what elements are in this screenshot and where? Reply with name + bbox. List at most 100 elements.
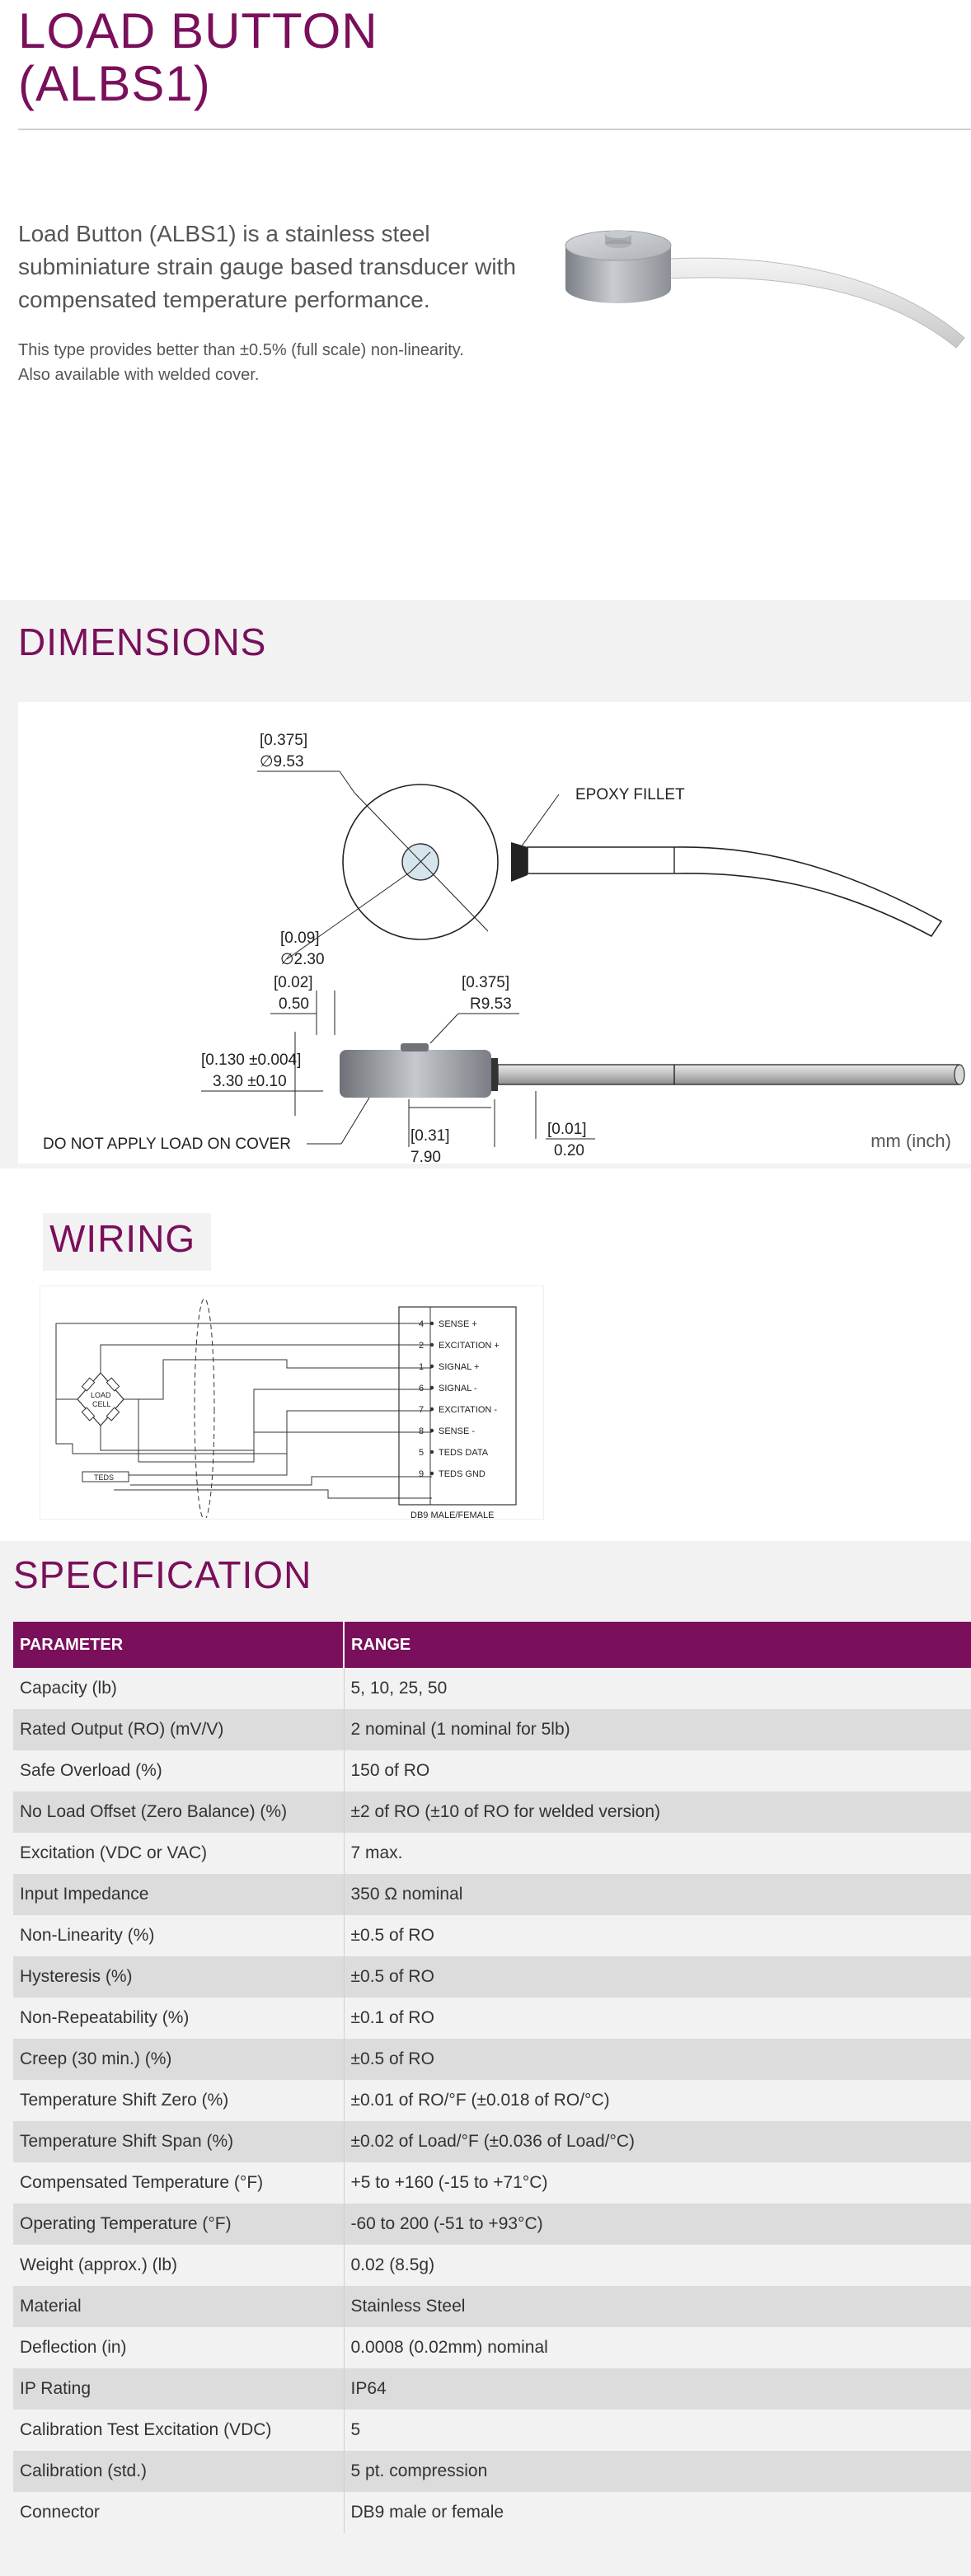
side-view-body: [340, 1050, 491, 1098]
specification-title: SPECIFICATION: [13, 1553, 312, 1596]
range-cell: 7 max.: [343, 1833, 971, 1874]
dim-height-mm: 3.30 ±0.10: [213, 1073, 287, 1090]
range-cell: 0.02 (8.5g): [343, 2245, 971, 2286]
pin-number: 1: [419, 1362, 424, 1372]
dim-radius-mm: R9.53: [470, 995, 512, 1013]
parameter-cell: Compensated Temperature (°F): [20, 2173, 264, 2192]
db9-connector: [398, 1306, 517, 1506]
dim-offset-in: [0.31]: [410, 1127, 450, 1145]
pin-dot: [429, 1428, 434, 1433]
range-cell: 5 pt. compression: [343, 2451, 971, 2492]
table-row: Hysteresis (%)±0.5 of RO: [13, 1956, 971, 1998]
parameter-cell: IP Rating: [13, 2368, 344, 2410]
range-cell: 5, 10, 25, 50: [343, 1668, 971, 1709]
header-range: RANGE: [343, 1622, 971, 1668]
parameter-cell: Creep (30 min.) (%): [13, 2039, 344, 2080]
intro-detail: This type provides better than ±0.5% (fu…: [18, 338, 529, 387]
table-row: Temperature Shift Span (%)±0.02 of Load/…: [13, 2121, 971, 2162]
intro-lead: Load Button (ALBS1) is a stainless steel…: [18, 221, 516, 312]
dim-height-in: [0.130 ±0.004]: [201, 1051, 301, 1069]
pin-dot: [429, 1471, 434, 1476]
parameter-cell: Excitation (VDC or VAC): [20, 1843, 208, 1862]
cable-side-view: [497, 1064, 960, 1085]
pin-label: SIGNAL +: [439, 1362, 479, 1372]
range-cell: DB9 male or female: [343, 2492, 971, 2533]
product-image: [565, 230, 965, 349]
parameter-cell: Temperature Shift Span (%): [13, 2121, 344, 2162]
dim-outer-dia-mm: ∅9.53: [260, 753, 304, 770]
pin-number: 9: [419, 1469, 424, 1479]
table-row: Operating Temperature (°F)-60 to 200 (-5…: [13, 2204, 971, 2245]
pin-label: EXCITATION +: [439, 1341, 500, 1351]
pin-dot: [429, 1450, 434, 1454]
pin-label: TEDS DATA: [439, 1448, 489, 1458]
cable-top-view: [527, 846, 943, 938]
table-row: No Load Offset (Zero Balance) (%)±2 of R…: [13, 1791, 971, 1833]
range-cell: Stainless Steel: [343, 2286, 971, 2327]
pin-label: SENSE -: [439, 1426, 475, 1436]
table-row: Non-Linearity (%)±0.5 of RO: [13, 1915, 971, 1956]
parameter-cell: Capacity (lb): [20, 1679, 117, 1698]
title-line-1: LOAD BUTTON: [18, 3, 378, 59]
dim-radius-in: [0.375]: [462, 974, 509, 991]
intro-detail-line-1: This type provides better than ±0.5% (fu…: [18, 341, 464, 359]
wiring-title-bg: [43, 1213, 211, 1271]
range-cell: ±0.5 of RO: [343, 2039, 971, 2080]
dim-button-h-mm: 0.50: [279, 995, 309, 1013]
dim-cable-mm: 0.20: [554, 1142, 584, 1159]
warning-label: DO NOT APPLY LOAD ON COVER: [43, 1136, 291, 1153]
table-row: Calibration Test Excitation (VDC)5: [13, 2410, 971, 2451]
pin-number: 7: [419, 1405, 424, 1415]
dim-cable-in: [0.01]: [547, 1121, 587, 1138]
page-title: LOAD BUTTON (ALBS1): [18, 5, 966, 110]
parameter-cell: Input Impedance: [13, 1874, 344, 1915]
range-cell: 0.0008 (0.02mm) nominal: [343, 2327, 971, 2368]
range-cell: 150 of RO: [343, 1750, 971, 1791]
teds-chip: [82, 1471, 129, 1482]
parameter-cell: Non-Linearity (%): [20, 1926, 155, 1945]
pin-dot: [429, 1364, 434, 1369]
epoxy-fillet: [511, 842, 528, 882]
table-row: Weight (approx.) (lb)0.02 (8.5g): [13, 2245, 971, 2286]
parameter-cell: Rated Output (RO) (mV/V): [13, 1709, 344, 1750]
pin-number: 5: [419, 1448, 424, 1458]
table-row: Temperature Shift Zero (%)±0.01 of RO/°F…: [13, 2080, 971, 2121]
pin-label: SIGNAL -: [439, 1384, 477, 1393]
title-line-2: (ALBS1): [18, 56, 211, 111]
dim-button-dia-in: [0.09]: [280, 930, 320, 947]
dimensions-title: DIMENSIONS: [18, 621, 267, 663]
pin-label: SENSE +: [439, 1319, 477, 1329]
dim-button-dia-mm: ∅2.30: [280, 951, 325, 968]
table-header-row: PARAMETER RANGE: [13, 1622, 971, 1668]
pin-number: 2: [419, 1341, 424, 1351]
dim-button-h-in: [0.02]: [274, 974, 313, 991]
table-row: Rated Output (RO) (mV/V)2 nominal (1 nom…: [13, 1709, 971, 1750]
pin-label: EXCITATION -: [439, 1405, 497, 1415]
parameter-cell: Non-Repeatability (%): [20, 2008, 190, 2027]
table-row: Safe Overload (%) 150 of RO: [13, 1750, 971, 1791]
load-cell-label-2: CELL: [92, 1400, 111, 1408]
dim-offset-mm: 7.90: [410, 1149, 441, 1164]
range-cell: ±0.02 of Load/°F (±0.036 of Load/°C): [343, 2121, 971, 2162]
units-label: mm (inch): [870, 1131, 951, 1151]
pin-label: TEDS GND: [439, 1469, 485, 1479]
specification-table: PARAMETER RANGE Capacity (lb) 5, 10, 25, …: [13, 1622, 971, 2533]
range-cell: ±2 of RO (±10 of RO for welded version): [343, 1791, 971, 1833]
parameter-cell: Material: [13, 2286, 344, 2327]
table-row: Calibration (std.)5 pt. compression: [13, 2451, 971, 2492]
pin-number: 6: [419, 1384, 424, 1393]
parameter-cell: Operating Temperature (°F): [13, 2204, 344, 2245]
parameter-cell: Calibration Test Excitation (VDC): [20, 2420, 272, 2439]
table-row: Compensated Temperature (°F)+5 to +160 (…: [13, 2162, 971, 2204]
table-row: Capacity (lb) 5, 10, 25, 50: [13, 1668, 971, 1709]
parameter-cell: Safe Overload (%): [20, 1761, 162, 1780]
range-cell: -60 to 200 (-51 to +93°C): [343, 2204, 971, 2245]
title-divider: [18, 129, 971, 130]
pin-dot: [429, 1385, 434, 1390]
intro-detail-line-2: Also available with welded cover.: [18, 366, 260, 384]
range-cell: ±0.5 of RO: [343, 1956, 971, 1998]
